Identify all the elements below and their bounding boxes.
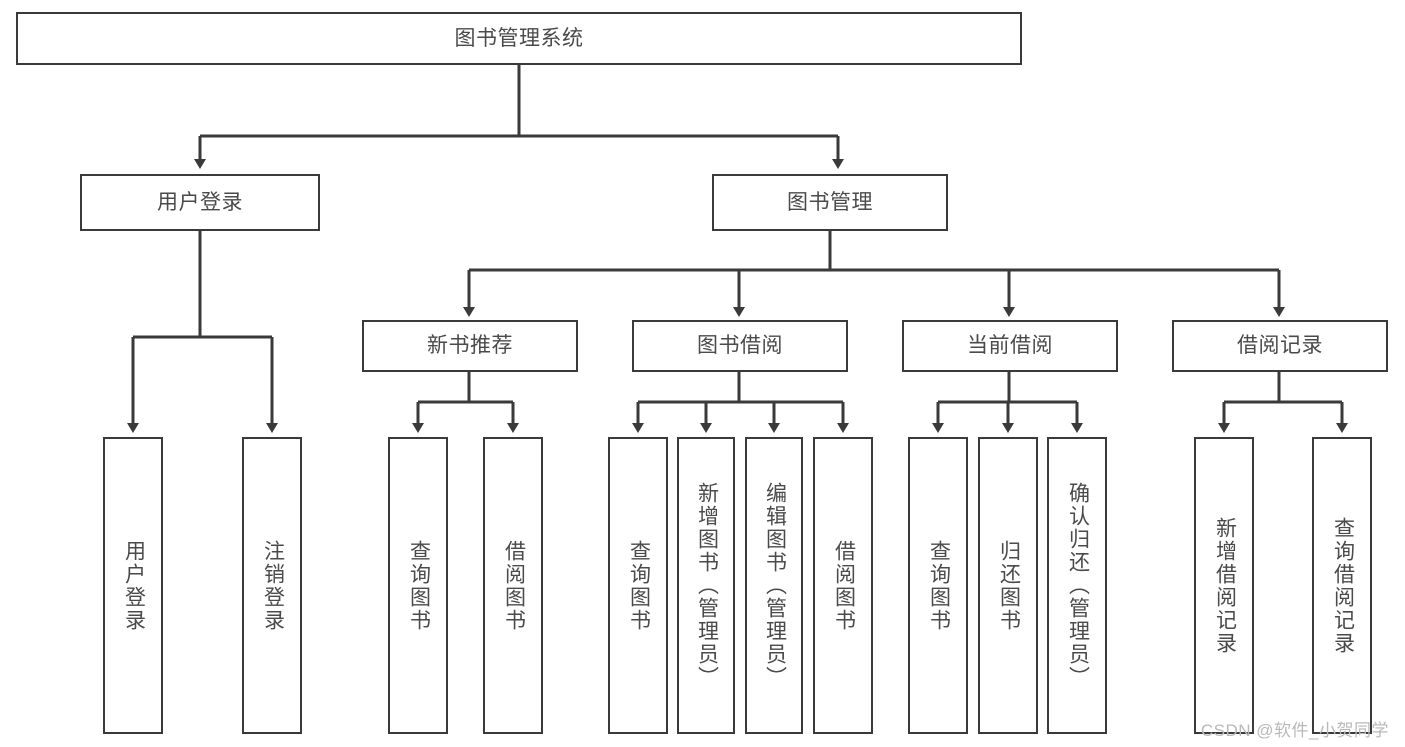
- leaf-add-book-admin[interactable]: 新增图书（管理员）: [677, 437, 735, 734]
- leaf-borrow-book-2[interactable]: 借阅图书: [813, 437, 873, 734]
- leaf-user-login[interactable]: 用户登录: [103, 437, 163, 734]
- node-new-book-recommend[interactable]: 新书推荐: [362, 320, 578, 372]
- csdn-watermark: CSDN @软件_小贺同学: [1200, 721, 1389, 740]
- node-borrow-record[interactable]: 借阅记录: [1172, 320, 1388, 372]
- leaf-query-book-3[interactable]: 查询图书: [908, 437, 968, 734]
- leaf-confirm-return-admin[interactable]: 确认归还（管理员）: [1047, 437, 1107, 734]
- leaf-logout[interactable]: 注销登录: [242, 437, 302, 734]
- node-new-book-recommend-label: 新书推荐: [427, 334, 513, 358]
- node-user-login-label: 用户登录: [157, 190, 243, 214]
- leaf-query-book-1-label: 查询图书: [407, 539, 431, 632]
- node-borrow-record-label: 借阅记录: [1237, 334, 1323, 358]
- leaf-borrow-book-1[interactable]: 借阅图书: [483, 437, 543, 734]
- leaf-logout-label: 注销登录: [261, 539, 285, 632]
- node-book-borrow[interactable]: 图书借阅: [632, 320, 848, 372]
- leaf-query-book-3-label: 查询图书: [927, 539, 951, 632]
- leaf-borrow-book-1-label: 借阅图书: [502, 539, 526, 632]
- node-book-borrow-label: 图书借阅: [697, 334, 783, 358]
- node-root-label: 图书管理系统: [454, 26, 584, 50]
- leaf-query-borrow-record-label: 查询借阅记录: [1331, 516, 1355, 655]
- leaf-confirm-return-admin-label: 确认归还（管理员）: [1066, 482, 1090, 689]
- node-book-management-label: 图书管理: [787, 190, 873, 214]
- node-root[interactable]: 图书管理系统: [16, 12, 1022, 65]
- node-current-borrow[interactable]: 当前借阅: [902, 320, 1118, 372]
- leaf-return-book-label: 归还图书: [997, 539, 1021, 632]
- node-current-borrow-label: 当前借阅: [967, 334, 1053, 358]
- leaf-borrow-book-2-label: 借阅图书: [832, 539, 856, 632]
- leaf-add-book-admin-label: 新增图书（管理员）: [695, 482, 719, 689]
- node-user-login[interactable]: 用户登录: [80, 174, 320, 231]
- leaf-edit-book-admin[interactable]: 编辑图书（管理员）: [745, 437, 803, 734]
- leaf-edit-book-admin-label: 编辑图书（管理员）: [763, 482, 787, 689]
- leaf-add-borrow-record[interactable]: 新增借阅记录: [1194, 437, 1254, 734]
- leaf-query-book-1[interactable]: 查询图书: [388, 437, 448, 734]
- node-book-management[interactable]: 图书管理: [712, 174, 948, 231]
- leaf-query-borrow-record[interactable]: 查询借阅记录: [1312, 437, 1372, 734]
- leaf-user-login-label: 用户登录: [122, 539, 146, 632]
- leaf-query-book-2-label: 查询图书: [627, 539, 651, 632]
- leaf-return-book[interactable]: 归还图书: [978, 437, 1038, 734]
- leaf-add-borrow-record-label: 新增借阅记录: [1213, 516, 1237, 655]
- leaf-query-book-2[interactable]: 查询图书: [608, 437, 668, 734]
